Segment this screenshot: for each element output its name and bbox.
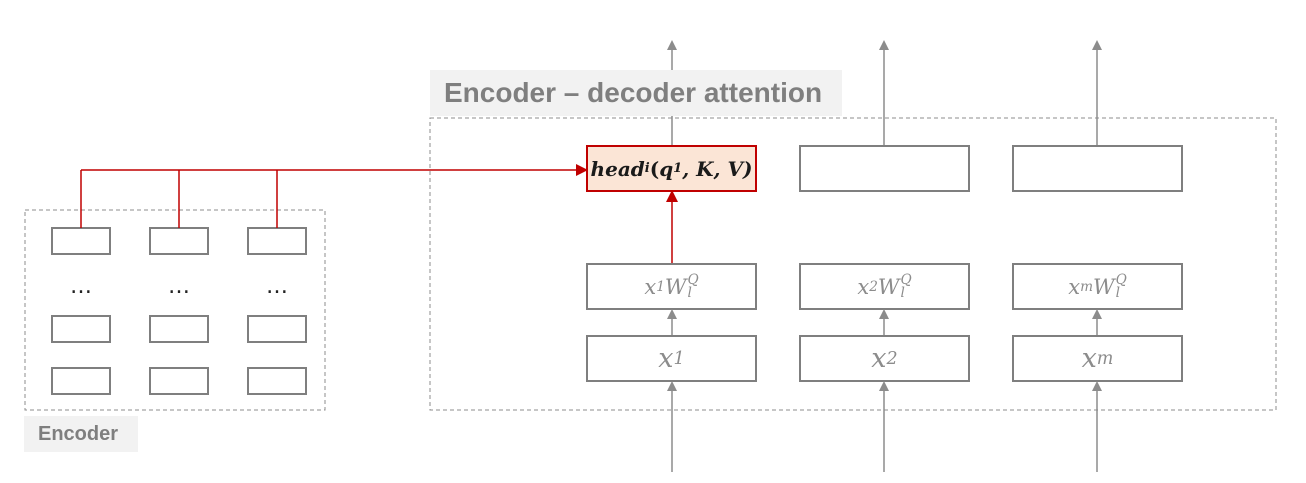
- section-title: Encoder – decoder attention: [430, 70, 842, 116]
- encoder-box: [247, 367, 307, 395]
- head-box-2: [799, 145, 970, 192]
- head-query: q: [659, 156, 674, 181]
- head-box-3: [1012, 145, 1183, 192]
- encoder-box: [51, 227, 111, 255]
- encoder-box: [247, 227, 307, 255]
- encoder-ellipsis: …: [70, 274, 92, 299]
- encoder-grid: [51, 227, 307, 395]
- encoder-container: [24, 209, 326, 411]
- head-box: [586, 145, 757, 192]
- input-arrows: [667, 381, 1102, 472]
- head-index: i: [644, 161, 650, 176]
- encoder-box: [51, 367, 111, 395]
- encoder-box: [149, 367, 209, 395]
- head-rest: , K, V): [682, 156, 753, 181]
- encoder-box: [149, 227, 209, 255]
- encoder-box: [247, 315, 307, 343]
- head-query-index: 1: [673, 161, 683, 176]
- input-to-projection-arrows: [667, 309, 1102, 336]
- encoder-ellipsis: …: [266, 274, 288, 299]
- encoder-box: [51, 315, 111, 343]
- decoder-attention-container: [429, 117, 1277, 411]
- head-name: head: [590, 156, 645, 181]
- encoder-output-connector: [80, 164, 588, 228]
- encoder-box: [149, 315, 209, 343]
- encoder-ellipsis: …: [168, 274, 190, 299]
- encoder-title: Encoder: [24, 416, 138, 452]
- head-open-paren: (: [649, 156, 660, 181]
